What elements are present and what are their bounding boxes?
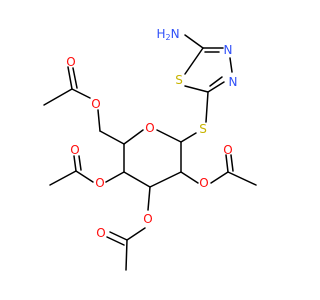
thioether-s-label: S (199, 122, 207, 136)
carbonyl-oxygen-1-label: O (66, 55, 75, 69)
thiadiazole-s-label: S (175, 73, 183, 87)
bond-c4-c3 (123, 171, 151, 188)
bonds (43, 34, 257, 271)
bond-c1-o5 (156, 129, 182, 143)
molecule-structure-diagram: H2N N N S S O O O O O O O O O (43, 27, 257, 271)
ester-oxygen-3-label: O (143, 212, 152, 226)
bond-o2-co4 (210, 171, 229, 184)
carbonyl-oxygen-2-label: O (70, 143, 79, 157)
bond-c3-o3 (147, 186, 151, 211)
bond-o4-co2 (75, 170, 94, 183)
bond-co3-o-double-a (109, 231, 128, 241)
bond-c5-s (205, 91, 209, 123)
ring-oxygen-label: O (145, 121, 154, 135)
atom-labels: H2N N N S S O O O O O O O O O (66, 27, 237, 240)
bond-co2-o-double-b (78, 155, 82, 171)
bond-c3-c2 (149, 171, 182, 188)
amine-label: H2N (156, 27, 179, 42)
thiadiazole-n4-label: N (229, 75, 238, 89)
thiadiazole-n3-label: N (224, 43, 233, 57)
ester-oxygen-2-label: O (199, 176, 208, 190)
bond-co2-o-double-a (73, 155, 77, 172)
bond-c4-o4 (105, 171, 125, 183)
bond-co2-ch3 (49, 170, 77, 186)
bond-co1-o-double-b (72, 67, 78, 89)
ester-oxygen-6-label: O (91, 97, 100, 111)
bond-c5-s1 (184, 85, 209, 93)
bond-s1-c2 (184, 47, 204, 75)
bond-co3-o-double-b (106, 236, 125, 246)
bond-co1-ch3 (43, 88, 73, 106)
carbonyl-oxygen-4-label: O (223, 143, 232, 157)
bond-o3-co3 (126, 227, 146, 241)
bond-co4-ch3 (227, 171, 257, 186)
bond-co4-o-double-a (225, 154, 229, 173)
bond-co3-ch3 (125, 239, 128, 271)
bond-c5r-c6 (99, 130, 125, 145)
bond-n3-n4 (229, 57, 233, 73)
bond-co4-o-double-b (230, 154, 234, 172)
bond-c2-o2 (180, 171, 199, 184)
bond-amine-c (184, 34, 204, 49)
molecule-canvas: H2N N N S S O O O O O O O O O (43, 27, 257, 271)
carbonyl-oxygen-3-label: O (96, 226, 105, 240)
bond-s-c1 (180, 132, 197, 143)
bond-o5-c5r (123, 129, 144, 145)
bond-n4-c5 (207, 81, 225, 93)
bond-o6-co1 (71, 88, 91, 99)
ester-oxygen-4-label: O (95, 176, 104, 190)
bond-n4-c5-double (209, 76, 223, 87)
bond-co1-o-double-a (67, 66, 73, 90)
bond-c6-o6 (97, 109, 101, 132)
